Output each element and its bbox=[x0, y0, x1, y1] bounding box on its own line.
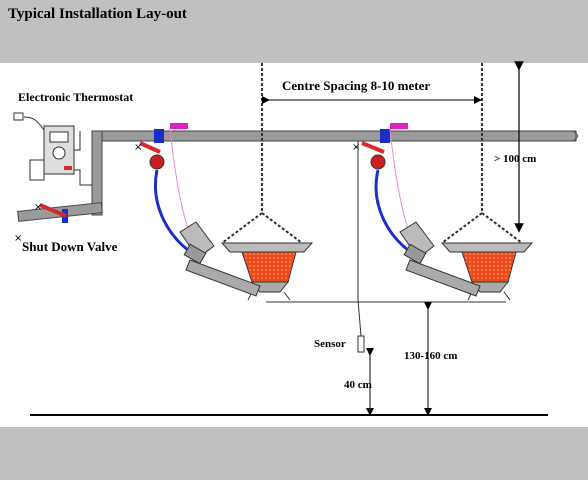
svg-text:×: × bbox=[34, 202, 42, 213]
thermostat-label: Electronic Thermostat bbox=[18, 90, 134, 104]
svg-text:×: × bbox=[134, 142, 142, 153]
sensor-label: Sensor bbox=[314, 338, 346, 350]
gas-pipe bbox=[17, 130, 579, 222]
spacing-label: Centre Spacing 8-10 meter bbox=[282, 78, 431, 93]
valve-label: Shut Down Valve bbox=[22, 239, 118, 254]
height-above-label: > 100 cm bbox=[494, 153, 537, 165]
sensor-height-label: 40 cm bbox=[344, 379, 372, 391]
sensor-icon bbox=[357, 141, 365, 353]
svg-text:×: × bbox=[14, 233, 22, 244]
heater-height-label: 130-160 cm bbox=[404, 350, 458, 362]
page-title: Typical Installation Lay-out bbox=[8, 6, 187, 22]
heater-1: × bbox=[134, 123, 314, 301]
thermostat-icon bbox=[13, 112, 92, 186]
shut-down-valve-icon: × × bbox=[14, 202, 68, 244]
svg-text:×: × bbox=[352, 142, 360, 153]
hanging-chains bbox=[261, 63, 483, 213]
heater-2: × bbox=[352, 123, 534, 301]
